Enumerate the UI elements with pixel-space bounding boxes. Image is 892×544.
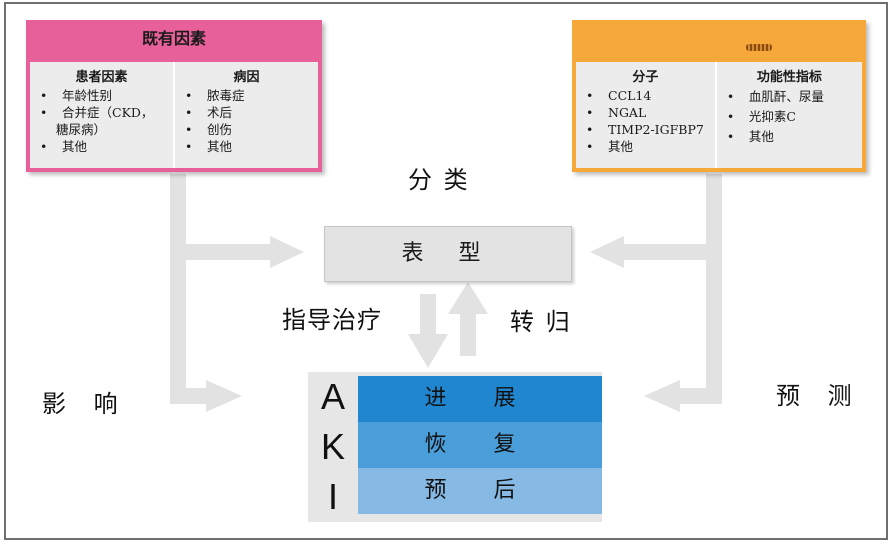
functional-column: 功能性指标 血肌酐、尿量 光抑素C 其他 [714,62,862,168]
list-item: 血肌酐、尿量 [723,87,856,107]
functional-title: 功能性指标 [756,70,822,85]
right-branch-bottom [676,388,722,404]
biomarkers-panel: 分子 CCL14 NGAL TIMP2-IGFBP7 其他 功能性指标 血肌酐、… [572,20,866,172]
guide-treatment-label: 指导治疗 [282,306,382,334]
aki-row-prognosis: 预 后 [358,468,602,514]
list-item: 创伤 [181,121,312,138]
up-arrow-shaft [460,310,476,356]
list-item: NGAL [582,104,709,121]
logo-mark-icon [746,44,772,51]
list-item: 年龄性别 [36,87,167,104]
left-arrowhead-bottom [206,380,242,412]
list-item: 合并症（CKD， [36,104,167,121]
list-item: 其他 [582,138,709,155]
left-branch-top [170,244,274,260]
list-item: 其他 [181,138,312,155]
aki-row-progression: 进 展 [358,376,602,422]
aki-block: A K I 进 展 恢 复 预 后 [308,372,602,522]
list-item: CCL14 [582,87,709,104]
influence-label: 影 响 [42,390,128,418]
list-item: TIMP2-IGFBP7 [582,121,709,138]
aki-letter-k: K [320,426,345,467]
down-arrow-head [408,334,448,368]
patient-factors-title: 患者因素 [75,70,128,85]
classification-label: 分 类 [408,166,470,194]
etiology-title: 病因 [233,70,260,85]
aki-letter-a: A [320,376,345,417]
connector-arrows [170,174,722,412]
list-item: 其他 [723,127,856,147]
prediction-label: 预 测 [776,382,862,410]
right-branch-top [620,244,722,260]
list-item-continuation: 糖尿病） [56,122,107,137]
left-trunk [170,174,186,404]
outcome-label: 转 归 [510,308,572,336]
patient-factors-column: 患者因素 年龄性别 合并症（CKD， 糖尿病） 其他 [30,62,173,168]
right-trunk [706,174,722,404]
aki-letters: A K I [308,372,358,522]
down-arrow-shaft [420,294,436,338]
up-arrow-head [448,282,488,314]
phenotype-box: 表 型 [324,226,572,282]
molecules-title: 分子 [632,70,659,85]
list-item: 其他 [36,138,167,155]
molecules-column: 分子 CCL14 NGAL TIMP2-IGFBP7 其他 [576,62,715,168]
existing-factors-panel: 既有因素 患者因素 年龄性别 合并症（CKD， 糖尿病） 其他 病因 脓毒症 术… [26,20,322,172]
list-item: 脓毒症 [181,87,312,104]
list-item: 术后 [181,104,312,121]
right-arrowhead-bottom [644,380,680,412]
existing-factors-title: 既有因素 [141,29,206,48]
aki-rows: 进 展 恢 复 预 后 [358,376,602,514]
diagram-frame: 既有因素 患者因素 年龄性别 合并症（CKD， 糖尿病） 其他 病因 脓毒症 术… [4,2,888,540]
right-arrowhead-top [590,236,624,268]
aki-letter-i: I [327,476,338,517]
etiology-column: 病因 脓毒症 术后 创伤 其他 [173,62,318,168]
biomarkers-header [572,20,866,58]
list-item: 光抑素C [723,107,856,127]
aki-row-recovery: 恢 复 [358,422,602,468]
left-arrowhead-top [270,236,304,268]
left-branch-bottom [170,388,210,404]
